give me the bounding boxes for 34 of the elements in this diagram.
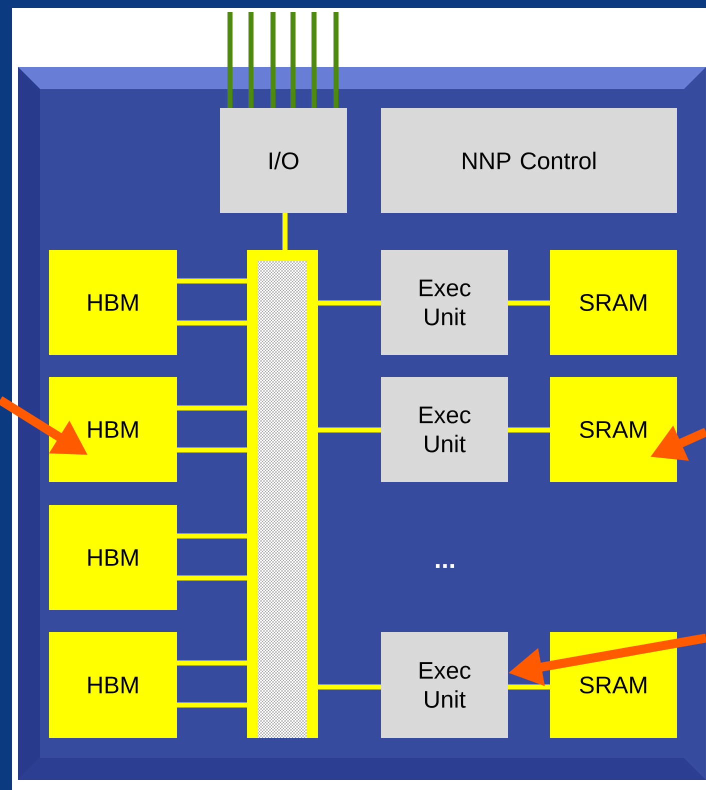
component-box: Exec Unit [381,377,508,482]
ellipsis-label: ... [436,564,454,568]
pin-line [228,12,232,108]
connector-line [177,448,247,452]
connector-line [318,684,381,690]
connector-line [508,300,550,306]
component-box: Exec Unit [381,250,508,355]
component-box: Exec Unit [381,632,508,738]
connector-line [177,660,247,666]
connector-line [177,702,247,708]
component-box: HBM [49,250,177,355]
connector-line [177,278,247,284]
pin-line [248,12,254,108]
component-box: SRAM [550,377,677,482]
connector-line [177,576,247,580]
component-box: I/O [220,108,347,213]
component-box: NNP Control [381,108,677,213]
component-box: HBM [49,377,177,482]
component-box: SRAM [550,632,677,738]
component-box: HBM [49,505,177,610]
connector-line [177,406,247,410]
pin-line [270,12,276,108]
pin-line [334,12,338,108]
connector-line [508,684,550,690]
pin-line [312,12,316,108]
pin-line [290,12,296,108]
connector-line [282,213,288,250]
connector-line [508,428,550,432]
connector-line [318,428,381,432]
component-box: SRAM [550,250,677,355]
connector-line [177,534,247,538]
component-box: HBM [49,632,177,738]
connector-line [318,300,381,306]
connector-line [177,320,247,326]
